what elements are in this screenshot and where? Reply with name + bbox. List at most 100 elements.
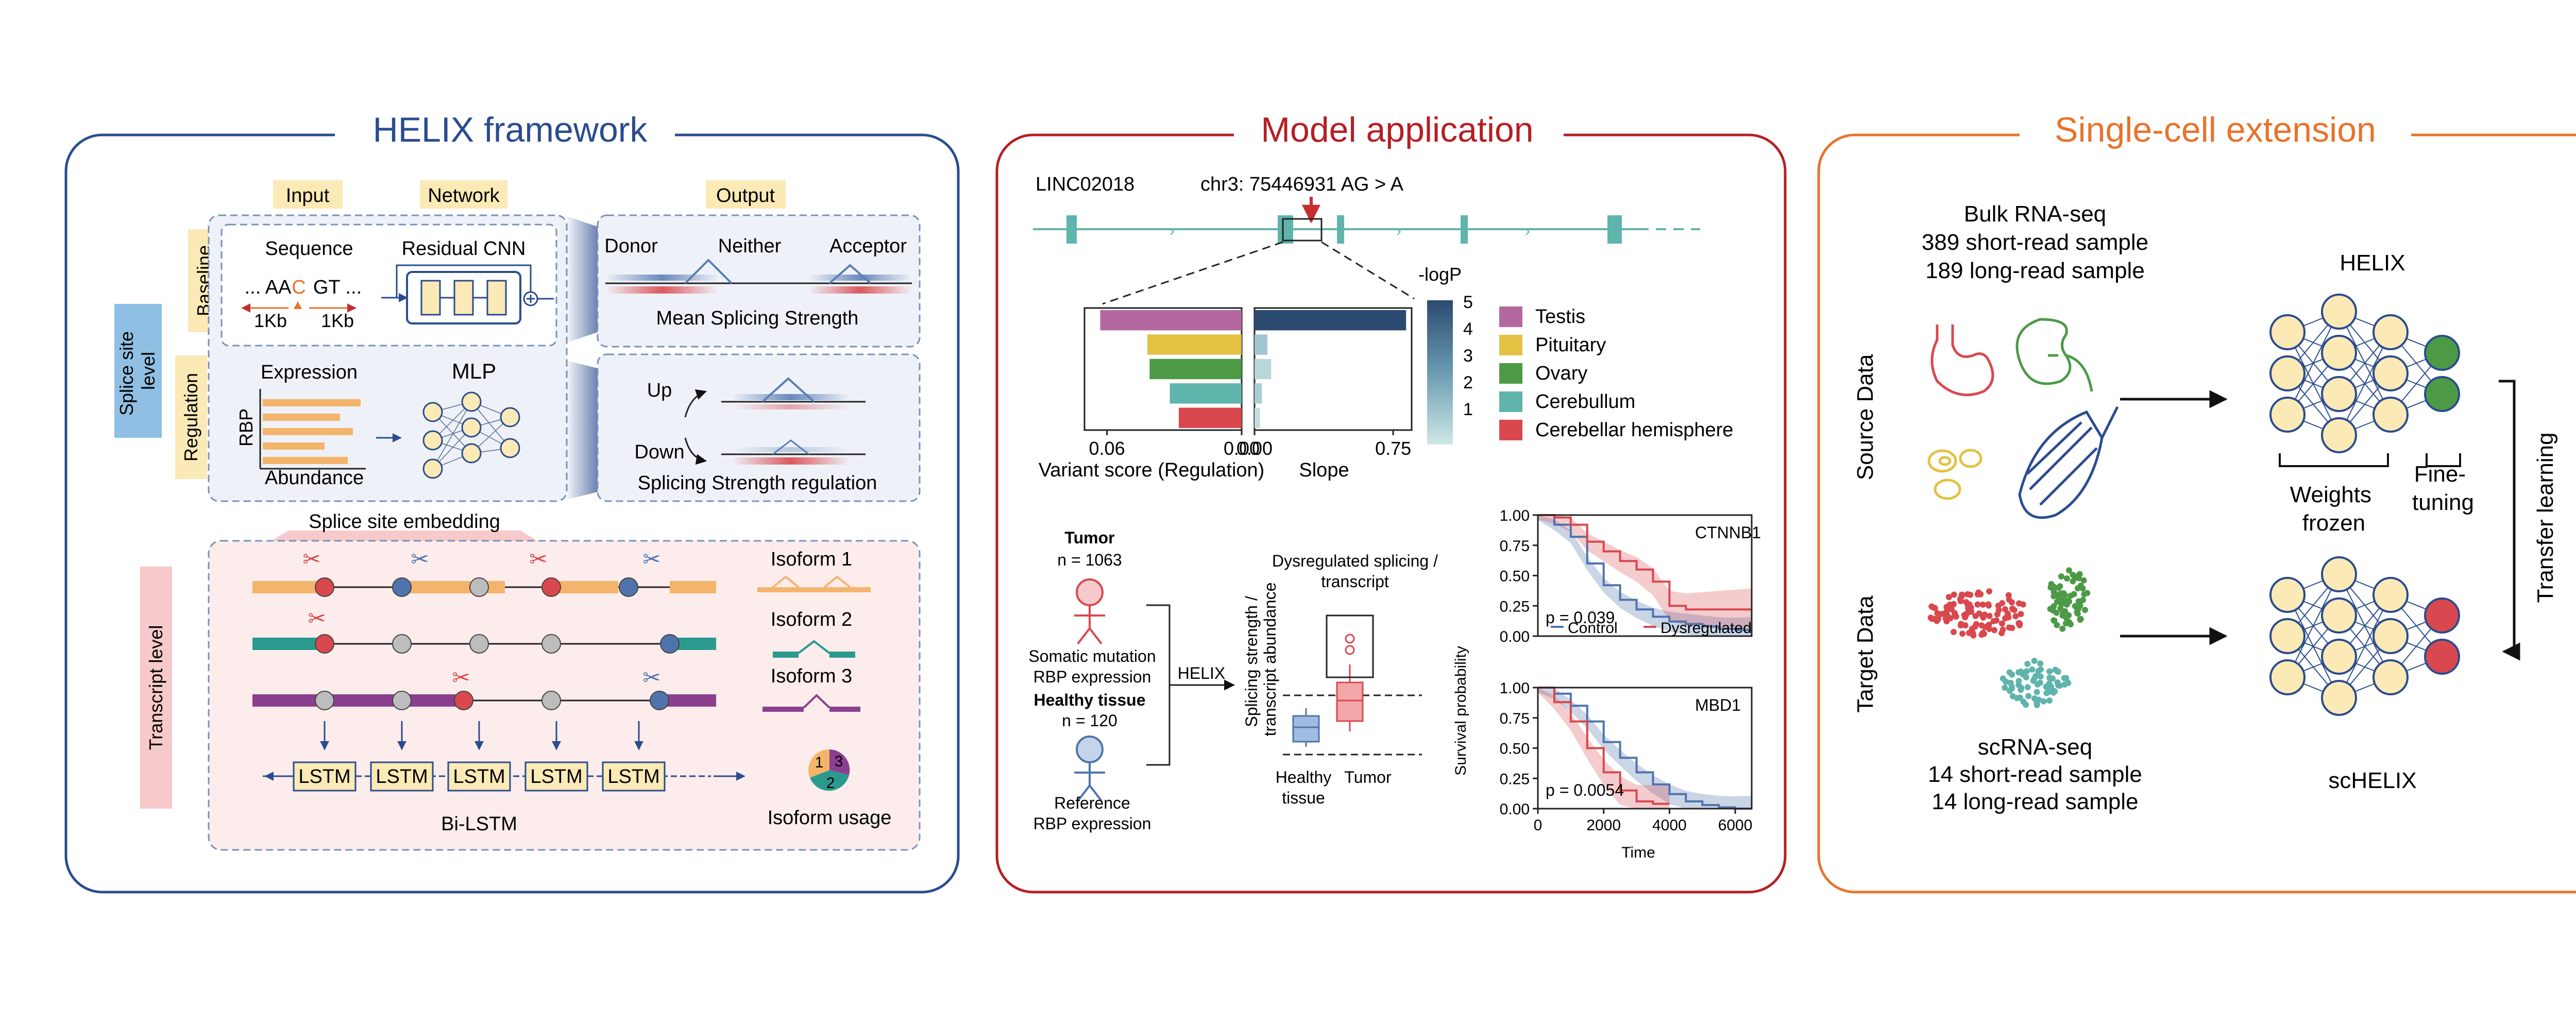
cell-dot bbox=[1947, 615, 1954, 622]
healthy-n: n = 120 bbox=[1062, 711, 1117, 730]
transcript-row-2 bbox=[252, 634, 716, 654]
sequence-label: Sequence bbox=[265, 238, 353, 260]
bulk-line-3: 189 long-read sample bbox=[1925, 258, 2145, 283]
cell-dot bbox=[1966, 601, 1973, 608]
boxplot-title-1: Dysregulated splicing / bbox=[1272, 552, 1438, 570]
survival-xtick: 2000 bbox=[1586, 817, 1621, 834]
isoform-1-label: Isoform 1 bbox=[771, 549, 852, 570]
boxplot-title-2: transcript bbox=[1321, 572, 1389, 591]
cell-dot bbox=[2079, 585, 2086, 592]
survival-curve bbox=[1538, 514, 1752, 631]
splicing-up-glyph bbox=[721, 377, 866, 409]
slope-bar bbox=[1255, 334, 1268, 355]
nn-edge bbox=[2287, 311, 2340, 415]
expression-bars bbox=[263, 399, 361, 464]
legend-label: Pituitary bbox=[1535, 334, 1606, 356]
pie-label-2: 2 bbox=[826, 775, 835, 792]
cell-dot bbox=[2023, 702, 2029, 708]
cell-dot bbox=[2074, 585, 2081, 592]
boxplot-xcaption: tissue bbox=[1282, 789, 1325, 807]
isoform-3-label: Isoform 3 bbox=[771, 665, 852, 687]
fine-tuning-label: Fine- tuning bbox=[2412, 461, 2474, 515]
cell-dot bbox=[2031, 695, 2038, 702]
nn-node bbox=[2321, 294, 2357, 330]
survival-ytick: 1.00 bbox=[1500, 680, 1530, 697]
boxplot-ylabel: Splicing strength / transcript abundance bbox=[1242, 583, 1279, 737]
survival-ytick: 0.25 bbox=[1500, 771, 1530, 788]
cell-dot bbox=[1978, 622, 1985, 629]
cell-dot bbox=[2054, 598, 2060, 605]
cell-dot bbox=[1962, 612, 1969, 619]
cell-dot bbox=[2050, 593, 2057, 600]
mean-splicing-strength-label: Mean Splicing Strength bbox=[656, 307, 859, 329]
cell-dot bbox=[1952, 612, 1958, 619]
cell-dot bbox=[2002, 685, 2008, 691]
cell-dot bbox=[1957, 597, 1964, 604]
input-header: Input bbox=[286, 185, 330, 207]
cell-dot bbox=[2051, 618, 2058, 624]
network-header: Network bbox=[428, 185, 500, 207]
legend-label: Ovary bbox=[1535, 363, 1587, 384]
slope-axis-label: Slope bbox=[1299, 459, 1349, 481]
cell-dot bbox=[1999, 600, 2006, 606]
svg-text:›: › bbox=[1525, 223, 1530, 240]
cell-dot bbox=[2040, 698, 2047, 705]
cell-dot bbox=[1991, 627, 1998, 634]
cell-dot bbox=[2057, 583, 2063, 590]
cell-dot bbox=[1942, 609, 1949, 616]
nn-node bbox=[2424, 335, 2460, 371]
svg-text:✂: ✂ bbox=[642, 665, 660, 690]
survival-ci-band bbox=[1538, 688, 1752, 809]
survival-legend-dysregulated: Dysregulated bbox=[1660, 620, 1752, 637]
survival-ytick: 0.00 bbox=[1500, 628, 1530, 645]
cell-dot bbox=[2075, 598, 2082, 605]
cell-dot bbox=[1994, 611, 2001, 618]
svg-text:3: 3 bbox=[1463, 346, 1473, 366]
survival-ci-band bbox=[1538, 515, 1752, 631]
nn-node bbox=[2372, 355, 2409, 391]
sc-line-3: 14 long-read sample bbox=[1931, 789, 2138, 814]
survival-ytick: 0.50 bbox=[1500, 741, 1530, 758]
cell-dot bbox=[2005, 592, 2012, 598]
cell-dot bbox=[2033, 689, 2040, 695]
healthy-title: Healthy tissue bbox=[1034, 691, 1146, 709]
cell-dot bbox=[2047, 584, 2054, 591]
cell-dot bbox=[2063, 575, 2070, 582]
svg-text:2: 2 bbox=[1463, 373, 1473, 392]
residual-cnn-label: Residual CNN bbox=[402, 238, 526, 260]
stomach-icon bbox=[1930, 324, 1994, 397]
cell-dot bbox=[1950, 601, 1957, 608]
slope-tick: 0.00 bbox=[1236, 438, 1273, 459]
helix-network-icon bbox=[2269, 294, 2460, 453]
survival-curve bbox=[1538, 687, 1752, 810]
cell-dot bbox=[2015, 620, 2022, 626]
slope-bar bbox=[1255, 310, 1406, 331]
cell-dot bbox=[2065, 680, 2072, 687]
cell-dot bbox=[2067, 592, 2074, 599]
sequence-text-left: ... AA bbox=[245, 277, 292, 298]
cell-dot bbox=[2029, 666, 2036, 673]
cell-dot bbox=[1927, 614, 1934, 621]
svg-text:›: › bbox=[1170, 223, 1175, 240]
nn-node bbox=[2424, 597, 2460, 634]
bi-lstm-label: Bi-LSTM bbox=[441, 813, 517, 835]
slope-bar bbox=[1255, 383, 1262, 404]
isoform-usage-pie: 1 2 3 bbox=[808, 749, 850, 792]
cell-dot bbox=[2023, 674, 2029, 681]
weights-frozen-label: Weights frozen bbox=[2290, 482, 2378, 536]
svg-text:✂: ✂ bbox=[302, 547, 320, 571]
cell-dot bbox=[2059, 597, 2065, 604]
variant-score-tick: 0.06 bbox=[1089, 438, 1125, 459]
legend-label: Cerebullum bbox=[1535, 391, 1635, 413]
legend-swatch bbox=[1499, 420, 1522, 440]
variant-label: chr3: 75446931 AG > A bbox=[1200, 174, 1404, 195]
bulk-line-1: Bulk RNA-seq bbox=[1964, 201, 2106, 227]
lstm-cell-5: LSTM bbox=[607, 766, 659, 788]
schelix-model-label: scHELIX bbox=[2328, 768, 2416, 793]
down-label: Down bbox=[634, 441, 684, 463]
residual-cnn-icon bbox=[381, 264, 554, 324]
embedding-arrows bbox=[320, 721, 643, 750]
cell-dot bbox=[1981, 611, 1988, 618]
cell-dot bbox=[2006, 596, 2012, 603]
variant-score-bar bbox=[1100, 310, 1242, 331]
